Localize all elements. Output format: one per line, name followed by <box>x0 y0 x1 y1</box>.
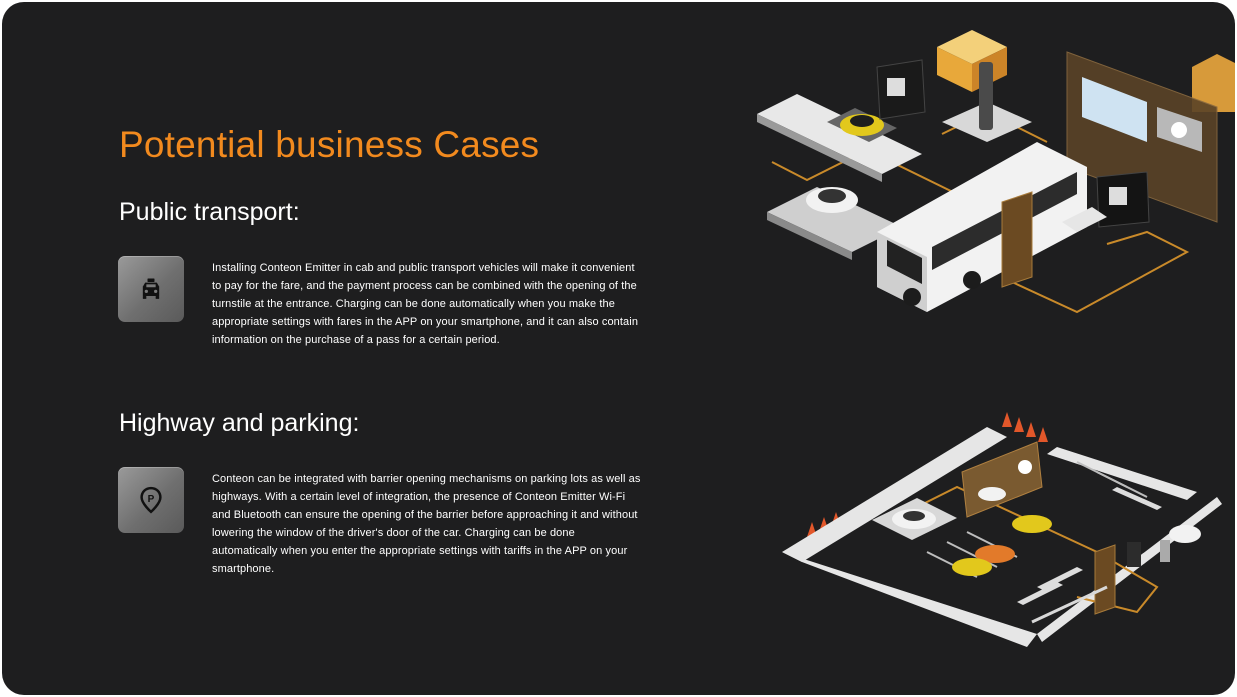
public-transport-description: Installing Conteon Emitter in cab and pu… <box>212 262 639 346</box>
section-heading-highway-parking: Highway and parking: <box>119 409 360 437</box>
section-heading-public-transport: Public transport: <box>119 198 300 226</box>
parking-pin-icon: P <box>140 486 162 514</box>
taxi-icon <box>142 278 160 299</box>
page-title: Potential business Cases <box>119 124 540 165</box>
parking-icon-box: P <box>118 467 184 533</box>
parking-isometric-illustration <box>782 412 1222 647</box>
transport-isometric-illustration <box>757 30 1235 314</box>
public-transport-icon-box <box>118 256 184 322</box>
svg-text:P: P <box>148 494 155 505</box>
highway-parking-description: Conteon can be integrated with barrier o… <box>212 473 641 575</box>
